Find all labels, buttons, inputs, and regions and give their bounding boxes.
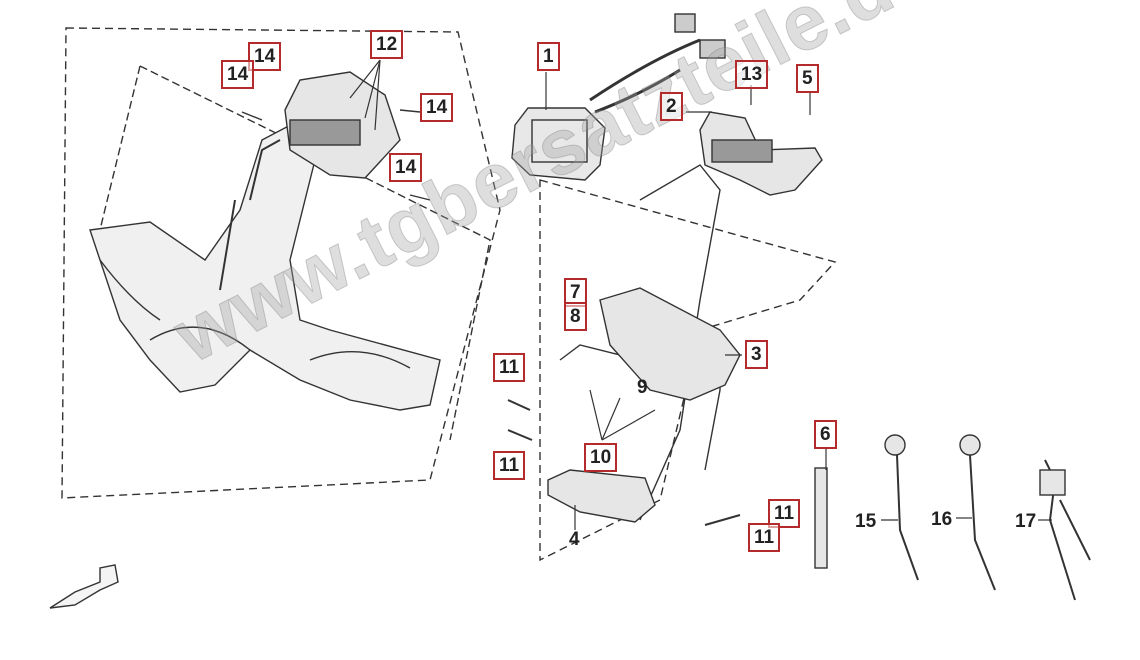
callout-11-d: 11 xyxy=(748,523,781,552)
left-projection-lines xyxy=(139,65,491,441)
front-frame xyxy=(639,164,721,521)
callout-9: 9 xyxy=(637,377,648,398)
callout-15: 15 xyxy=(855,511,877,532)
callout-8: 8 xyxy=(564,302,587,331)
switch-15 xyxy=(896,454,919,581)
callout-10: 10 xyxy=(584,443,618,472)
cable-tie-6 xyxy=(814,467,828,569)
callout-16: 16 xyxy=(931,509,953,530)
callout-7: 7 xyxy=(564,278,587,307)
callout-1: 1 xyxy=(537,42,560,71)
direction-arrow xyxy=(49,564,119,609)
callout-4: 4 xyxy=(569,529,580,550)
callout-6: 6 xyxy=(814,420,837,449)
switch-16 xyxy=(969,454,996,591)
callout-2: 2 xyxy=(660,92,683,121)
callout-5: 5 xyxy=(796,64,819,93)
callout-17: 17 xyxy=(1015,511,1037,532)
right-assembly-frame xyxy=(539,179,837,562)
callout-3: 3 xyxy=(745,340,768,369)
plate-4 xyxy=(547,469,656,523)
callout-11-a: 11 xyxy=(493,353,526,382)
callout-14-b: 14 xyxy=(221,60,255,89)
front-panel-left xyxy=(89,119,441,411)
panel-3 xyxy=(599,287,741,401)
callout-14-c: 14 xyxy=(420,93,454,122)
callout-14-d: 14 xyxy=(389,153,423,182)
callout-12: 12 xyxy=(370,30,404,59)
callout-13: 13 xyxy=(735,60,769,89)
callout-11-b: 11 xyxy=(493,451,526,480)
